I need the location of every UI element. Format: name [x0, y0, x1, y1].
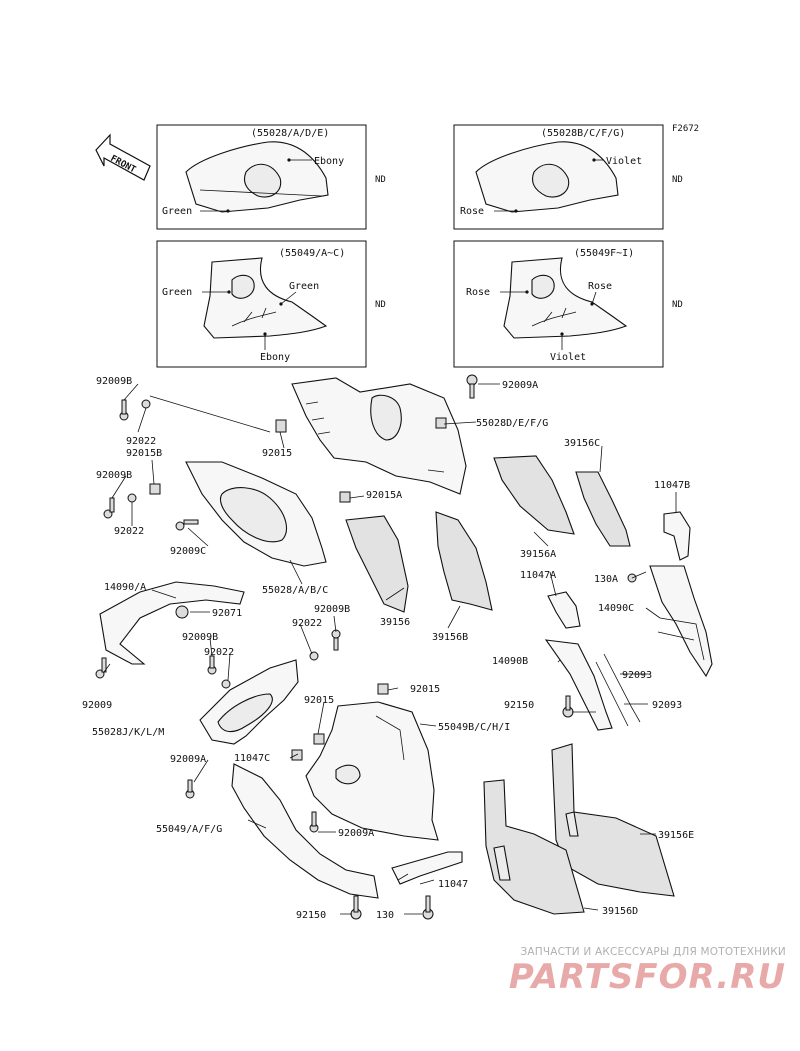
panel-39156a: [493, 455, 575, 535]
label-92009a-1: 92009A: [502, 380, 538, 391]
inset-1-nd: ND: [375, 175, 386, 185]
inset-4-nd: ND: [672, 300, 683, 310]
label-55028-a: 55028/A/B/C: [262, 585, 328, 596]
inset-box-1: (55028/A/D/E) Ebony Green: [156, 124, 367, 230]
label-92015-2: 92015: [410, 684, 440, 695]
label-92093-2: 92093: [652, 700, 682, 711]
label-39156a: 39156A: [520, 549, 556, 560]
label-92015a: 92015A: [366, 490, 402, 501]
inset-1-label-green: Green: [162, 206, 192, 217]
label-11047c: 11047C: [234, 753, 270, 764]
inset-2-code: (55028B/C/F/G): [541, 128, 625, 139]
inset-2-label-violet: Violet: [606, 156, 642, 167]
inset-4-label-rose-left: Rose: [466, 287, 490, 298]
label-130a: 130A: [594, 574, 618, 585]
label-39156e: 39156E: [658, 830, 694, 841]
label-92022-3: 92022: [292, 618, 322, 629]
bracket-11047b: [663, 511, 691, 561]
figure-code: F2672: [672, 124, 699, 134]
label-14090c: 14090C: [598, 603, 634, 614]
inset-2-label-rose: Rose: [460, 206, 484, 217]
inset-box-4: (55049F~I) Rose Rose Violet: [453, 240, 664, 368]
inset-3-nd: ND: [375, 300, 386, 310]
label-92009b-3: 92009B: [314, 604, 350, 615]
label-11047a: 11047A: [520, 570, 556, 581]
label-92150-2: 92150: [296, 910, 326, 921]
inset-3-code: (55049/A~C): [279, 248, 345, 259]
label-92071: 92071: [212, 608, 242, 619]
duct-14090b: [544, 639, 613, 731]
bracket-11047a: [547, 591, 581, 629]
inset-4-label-rose-right: Rose: [588, 281, 612, 292]
label-92009: 92009: [82, 700, 112, 711]
label-92022-1: 92022: [126, 436, 156, 447]
label-92022-4: 92022: [204, 647, 234, 658]
label-39156b: 39156B: [432, 632, 468, 643]
label-92150-1: 92150: [504, 700, 534, 711]
label-92015b: 92015B: [126, 448, 162, 459]
inset-4-code: (55049F~I): [574, 248, 634, 259]
lower-cowl-b: [305, 701, 439, 841]
inset-3-label-ebony: Ebony: [260, 352, 290, 363]
watermark-tagline: ЗАПЧАСТИ И АКСЕССУАРЫ ДЛЯ МОТОТЕХНИКИ: [520, 946, 786, 958]
inset-1-code: (55028/A/D/E): [251, 128, 329, 139]
panel-39156c: [575, 471, 631, 547]
label-92009b-2: 92009B: [96, 470, 132, 481]
panel-39156: [345, 515, 409, 613]
panel-39156b: [435, 511, 493, 611]
label-11047b: 11047B: [654, 480, 690, 491]
side-cover-14090a: [99, 581, 245, 665]
label-55028j: 55028J/K/L/M: [92, 727, 164, 738]
label-55028d: 55028D/E/F/G: [476, 418, 548, 429]
watermark-logo: PARTSFOR.RU: [508, 957, 786, 997]
label-92015-1: 92015: [262, 448, 292, 459]
front-arrow-icon: FRONT: [95, 133, 151, 181]
bracket-11047: [391, 851, 463, 885]
label-39156c: 39156C: [564, 438, 600, 449]
label-92009c: 92009C: [170, 546, 206, 557]
label-92093-1: 92093: [622, 670, 652, 681]
duct-14090c: [649, 565, 713, 678]
label-14090-a: 14090/A: [104, 582, 146, 593]
label-14090b: 14090B: [492, 656, 528, 667]
label-55049-a: 55049/A/F/G: [156, 824, 222, 835]
fastener-bolt-icon: [95, 374, 637, 920]
label-92009b-1: 92009B: [96, 376, 132, 387]
inset-box-3: (55049/A~C) Green Green Ebony: [156, 240, 367, 368]
label-39156d: 39156D: [602, 906, 638, 917]
label-92015-3: 92015: [304, 695, 334, 706]
inset-3-label-green-left: Green: [162, 287, 192, 298]
label-92009b-4: 92009B: [182, 632, 218, 643]
watermark: ЗАПЧАСТИ И АКСЕССУАРЫ ДЛЯ МОТОТЕХНИКИ PA…: [466, 946, 786, 996]
label-11047: 11047: [438, 879, 468, 890]
inset-box-2: (55028B/C/F/G) Violet Rose: [453, 124, 664, 230]
label-130: 130: [376, 910, 394, 921]
inset-4-label-violet: Violet: [550, 352, 586, 363]
inset-2-nd: ND: [672, 175, 683, 185]
label-39156: 39156: [380, 617, 410, 628]
label-92009a-2: 92009A: [170, 754, 206, 765]
lower-cowl-a: [231, 763, 379, 899]
label-92022-2: 92022: [114, 526, 144, 537]
label-55049b: 55049B/C/H/I: [438, 722, 510, 733]
inset-1-label-ebony: Ebony: [314, 156, 344, 167]
inset-3-label-green-right: Green: [289, 281, 319, 292]
label-92009a-3: 92009A: [338, 828, 374, 839]
